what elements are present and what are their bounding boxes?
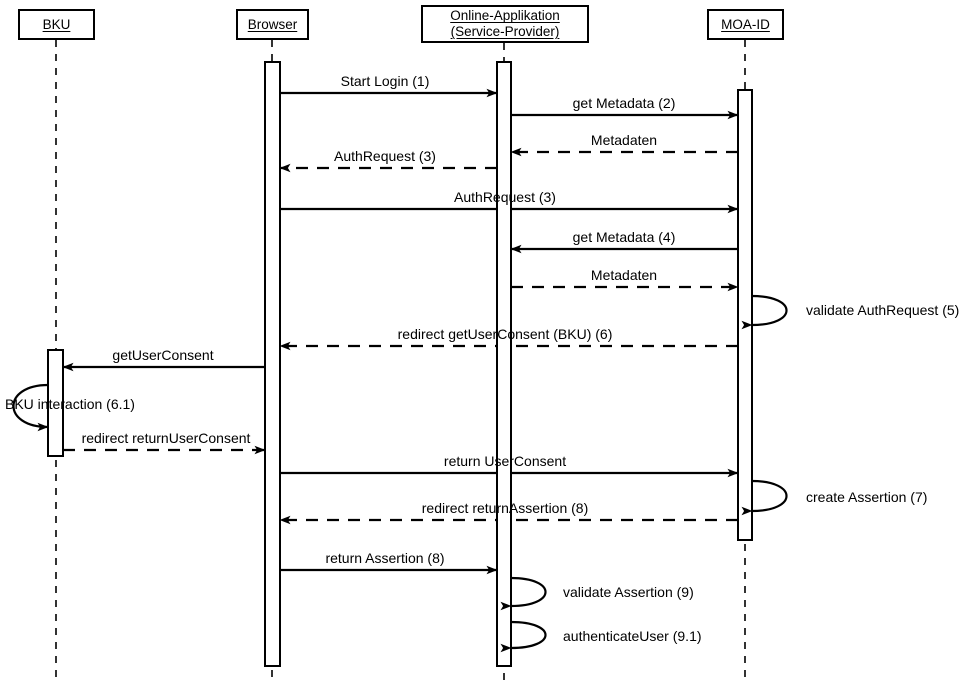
message-label-5: AuthRequest (3) xyxy=(454,189,556,205)
message-label-9: getUserConsent xyxy=(112,347,214,363)
message-label-3: Metadaten xyxy=(590,132,658,148)
message-label-7: Metadaten xyxy=(590,267,658,283)
self-message-label-14: validate AuthRequest (5) xyxy=(806,302,960,318)
message-label-6: get Metadata (4) xyxy=(572,229,676,245)
message-label-12: redirect returnAssertion (8) xyxy=(421,500,589,516)
activation-bar-bku[interactable] xyxy=(47,349,64,457)
self-message-arrow-16[interactable] xyxy=(741,479,788,516)
message-label-10: redirect returnUserConsent xyxy=(81,430,251,446)
activation-bar-oa[interactable] xyxy=(496,61,512,667)
self-message-label-16: create Assertion (7) xyxy=(806,489,928,505)
activation-bar-moaid[interactable] xyxy=(737,89,753,541)
self-message-arrow-14[interactable] xyxy=(741,294,788,330)
self-message-label-18: authenticateUser (9.1) xyxy=(563,628,702,644)
self-message-label-17: validate Assertion (9) xyxy=(563,584,694,600)
message-label-1: Start Login (1) xyxy=(340,73,430,89)
self-messages-layer xyxy=(12,294,788,653)
participant-label-moaid: MOA-ID xyxy=(721,16,770,32)
self-message-arrow-15[interactable] xyxy=(12,383,49,432)
self-message-label-15: BKU interaction (6.1) xyxy=(5,396,135,412)
message-label-2: get Metadata (2) xyxy=(572,95,676,111)
participant-box-browser[interactable]: Browser xyxy=(236,9,309,40)
message-label-4: AuthRequest (3) xyxy=(334,148,436,164)
participant-label-oa: Online-Applikation (Service-Provider) xyxy=(450,8,560,39)
message-label-11: return UserConsent xyxy=(443,453,567,469)
message-label-8: redirect getUserConsent (BKU) (6) xyxy=(397,326,613,342)
self-message-arrow-17[interactable] xyxy=(500,576,547,611)
participant-box-bku[interactable]: BKU xyxy=(18,9,95,40)
participant-label-bku: BKU xyxy=(42,16,71,32)
activations-layer xyxy=(47,61,753,667)
participant-label-browser: Browser xyxy=(247,16,298,32)
participant-box-moaid[interactable]: MOA-ID xyxy=(707,9,784,40)
message-label-13: return Assertion (8) xyxy=(325,550,445,566)
participant-box-oa[interactable]: Online-Applikation (Service-Provider) xyxy=(421,5,589,43)
activation-bar-browser[interactable] xyxy=(264,61,281,667)
self-message-arrow-18[interactable] xyxy=(500,620,547,653)
